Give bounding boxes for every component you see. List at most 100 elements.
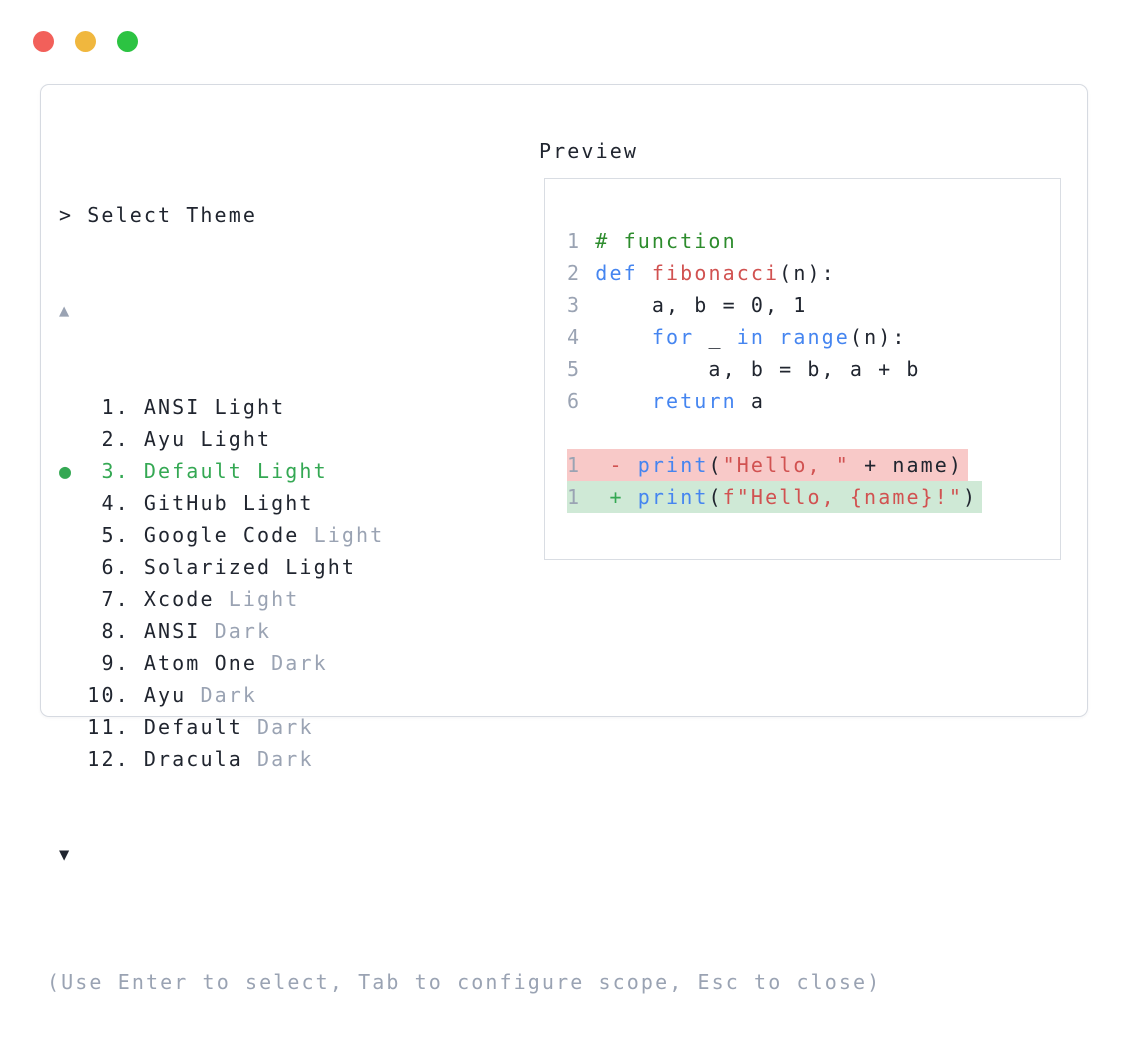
close-button-icon[interactable]: [33, 31, 54, 52]
diff-line-del: 1 - print("Hello, " + name): [567, 449, 969, 481]
token-plain: [595, 485, 609, 509]
theme-item-label: Google Code: [143, 523, 314, 547]
theme-item[interactable]: 9. Atom One Dark: [59, 647, 881, 679]
token-plain: + name): [849, 453, 964, 477]
theme-item[interactable]: 11. Default Dark: [59, 711, 881, 743]
token-kw: range: [779, 325, 850, 349]
theme-item-label: Ayu: [143, 683, 201, 707]
token-str: f"Hello, {name}!": [722, 485, 964, 509]
theme-item-number: 5.: [87, 523, 144, 547]
token-plain: [765, 325, 779, 349]
line-number: 1: [567, 229, 596, 253]
token-plain: (: [708, 485, 723, 509]
code-line: 5 a, b = b, a + b: [567, 353, 1060, 385]
line-number: 5: [567, 357, 596, 381]
theme-item[interactable]: 4. GitHub Light: [59, 487, 881, 519]
token-plain: [595, 453, 609, 477]
token-kw: for: [651, 325, 695, 349]
bullet-spacer: [59, 587, 87, 611]
token-kw: print: [637, 453, 709, 477]
minimize-button-icon[interactable]: [75, 31, 96, 52]
theme-item-label: Xcode: [143, 587, 229, 611]
code-line: 1 # function: [567, 225, 1060, 257]
theme-item-label: ANSI: [143, 619, 215, 643]
theme-item-number: 7.: [87, 587, 144, 611]
token-fn: -: [609, 453, 624, 477]
token-kw: print: [637, 485, 709, 509]
token-plain: (: [708, 453, 723, 477]
theme-item-number: 6.: [87, 555, 144, 579]
line-number: 1: [567, 453, 596, 477]
theme-item[interactable]: 8. ANSI Dark: [59, 615, 881, 647]
theme-item-label: Atom One: [143, 651, 272, 675]
theme-item-number: 9.: [87, 651, 144, 675]
token-add: +: [609, 485, 624, 509]
theme-item-label: Dark: [257, 715, 314, 739]
theme-item[interactable]: 1. ANSI Light: [59, 391, 881, 423]
token-plain: [595, 325, 652, 349]
token-plain: [595, 389, 652, 413]
keyboard-hint: (Use Enter to select, Tab to configure s…: [47, 970, 882, 994]
select-theme-prompt: > Select Theme: [59, 203, 257, 227]
bullet-spacer: [59, 715, 87, 739]
theme-item-number: 8.: [87, 619, 144, 643]
theme-item[interactable]: 12. Dracula Dark: [59, 743, 881, 775]
blank-line: [567, 417, 1060, 449]
token-str: "Hello, ": [722, 453, 850, 477]
code-line: 2 def fibonacci(n):: [567, 257, 1060, 289]
bullet-spacer: [59, 747, 87, 771]
token-plain: a: [736, 389, 766, 413]
token-plain: ): [963, 485, 978, 509]
bullet-spacer: [59, 619, 87, 643]
token-plain: [638, 261, 652, 285]
theme-item-number: 11.: [87, 715, 144, 739]
theme-item[interactable]: ● 3. Default Light: [59, 455, 881, 487]
theme-item-number: 4.: [87, 491, 144, 515]
theme-item[interactable]: 2. Ayu Light: [59, 423, 881, 455]
line-number: 1: [567, 485, 596, 509]
code-line: 3 a, b = 0, 1: [567, 289, 1060, 321]
line-number: 3: [567, 293, 596, 317]
theme-item-number: 10.: [87, 683, 144, 707]
token-plain: (n):: [779, 261, 836, 285]
bullet-spacer: [59, 555, 87, 579]
token-kw: in: [736, 325, 766, 349]
scroll-down-icon[interactable]: ▼: [59, 845, 72, 865]
diff-line-add: 1 + print(f"Hello, {name}!"): [567, 481, 983, 513]
token-fn: fibonacci: [651, 261, 780, 285]
theme-item-label: Default Light: [143, 459, 328, 483]
theme-item-number: 12.: [87, 747, 144, 771]
theme-item-label: Dark: [200, 683, 258, 707]
line-number: 4: [567, 325, 596, 349]
bullet-spacer: [59, 491, 87, 515]
scroll-up-icon[interactable]: ▲: [59, 301, 72, 321]
token-kw: return: [651, 389, 737, 413]
token-kw: def: [595, 261, 638, 285]
theme-item-label: Dark: [257, 747, 314, 771]
theme-item-label: Light: [313, 523, 385, 547]
token-comment: # function: [595, 229, 737, 253]
token-plain: a, b = 0, 1: [595, 293, 808, 317]
theme-item-label: Solarized Light: [143, 555, 356, 579]
theme-item[interactable]: 10. Ayu Dark: [59, 679, 881, 711]
token-plain: [624, 453, 638, 477]
theme-item-number: 3.: [87, 459, 144, 483]
theme-item-label: GitHub Light: [143, 491, 314, 515]
code-line: 4 for _ in range(n):: [567, 321, 1060, 353]
theme-picker-panel: > Select Theme ▲ 1. ANSI Light 2. Ayu Li…: [40, 84, 1088, 994]
line-number: 6: [567, 389, 596, 413]
theme-item[interactable]: 6. Solarized Light: [59, 551, 881, 583]
theme-item-label: Ayu Light: [143, 427, 272, 451]
token-plain: [624, 485, 638, 509]
theme-item-label: Dark: [271, 651, 328, 675]
bullet-spacer: [59, 651, 87, 675]
zoom-button-icon[interactable]: [117, 31, 138, 52]
theme-item[interactable]: 7. Xcode Light: [59, 583, 881, 615]
bullet-spacer: [59, 683, 87, 707]
theme-item[interactable]: 5. Google Code Light: [59, 519, 881, 551]
bullet-spacer: [59, 395, 87, 419]
theme-item-label: Dracula: [143, 747, 258, 771]
token-plain: a, b = b, a + b: [595, 357, 921, 381]
